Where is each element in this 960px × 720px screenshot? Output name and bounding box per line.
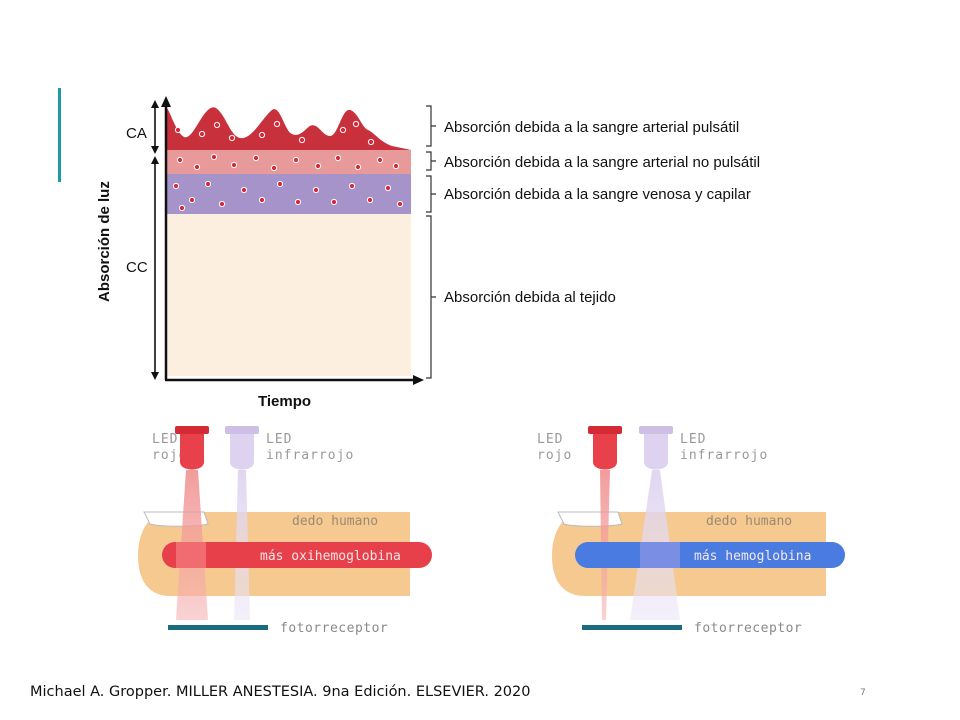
led-ir-label-line2: infrarrojo (266, 448, 354, 463)
x-axis-label: Tiempo (258, 393, 311, 410)
beam-over-vessel (176, 542, 206, 568)
led-infrared (639, 426, 673, 470)
absorption-chart: CA CC Absorción de luz Tiempo Absorción … (96, 96, 760, 410)
fingernail (557, 511, 623, 527)
finger-panel-oxy: LED rojo LED infrarrojo dedo humano más … (138, 426, 432, 636)
led-red (175, 426, 209, 470)
led-red-label-line2: rojo (152, 448, 187, 463)
beam-over-vessel (640, 542, 680, 568)
x-axis-arrow (413, 375, 424, 385)
tissue-layer (167, 214, 411, 376)
arterial-nonpulsatile-layer (167, 150, 411, 174)
vessel-label: más hemoglobina (694, 549, 811, 564)
photoreceptor-label: fotorreceptor (694, 621, 802, 636)
blood-cells (172, 120, 404, 212)
vessel-hemo (575, 542, 845, 568)
chart-axes (164, 102, 416, 382)
slide-number: 7 (860, 688, 866, 698)
led-infrared (225, 426, 259, 470)
ca-cc-arrows (151, 100, 159, 380)
cc-label: CC (126, 259, 148, 276)
layer-label-tissue: Absorción debida al tejido (444, 289, 616, 306)
accent-bar (58, 88, 61, 182)
photoreceptor (582, 625, 682, 630)
citation: Michael A. Gropper. MILLER ANESTESIA. 9n… (30, 684, 531, 700)
vessel-label: más oxihemoglobina (260, 549, 401, 564)
led-red-label-line1: LED (152, 432, 178, 447)
finger-label: dedo humano (706, 514, 792, 529)
led-red-label-line2: rojo (537, 448, 572, 463)
led-ir-label-line2: infrarrojo (680, 448, 768, 463)
photoreceptor (168, 625, 268, 630)
led-ir-label-line1: LED (680, 432, 706, 447)
ca-label: CA (126, 125, 147, 142)
photoreceptor-label: fotorreceptor (280, 621, 388, 636)
figure: CA CC Absorción de luz Tiempo Absorción … (96, 96, 845, 636)
layer-label-pulsatile: Absorción debida a la sangre arterial pu… (444, 119, 739, 136)
finger-label: dedo humano (292, 514, 378, 529)
led-red-label-line1: LED (537, 432, 563, 447)
layer-label-nonpulsatile: Absorción debida a la sangre arterial no… (444, 154, 760, 171)
pulsatile-wave (167, 107, 411, 150)
layer-label-venous: Absorción debida a la sangre venosa y ca… (444, 186, 751, 203)
y-axis-label: Absorción de luz (96, 181, 113, 302)
y-axis-arrow (161, 96, 171, 107)
venous-layer (167, 174, 411, 214)
vessel-oxy (162, 542, 432, 568)
led-ir-label-line1: LED (266, 432, 292, 447)
led-red (588, 426, 622, 470)
layer-brackets (426, 105, 436, 379)
finger-panel-hemo: LED rojo LED infrarrojo dedo humano más … (537, 426, 845, 636)
